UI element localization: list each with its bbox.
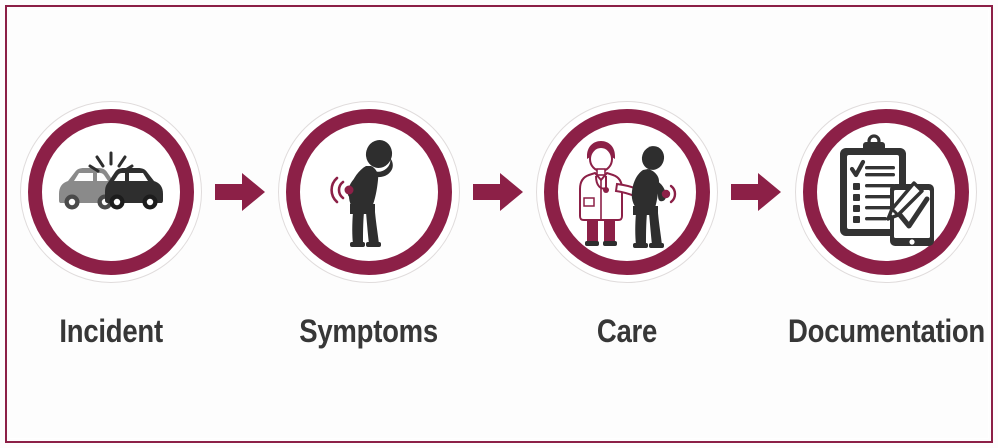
arrow-right-icon-2	[466, 101, 530, 283]
arrow-right-icon-3	[724, 101, 788, 283]
clipboard-tablet-checklist-icon	[826, 132, 946, 252]
step-badge-documentation	[795, 101, 977, 283]
step-label-symptoms: Symptoms	[299, 313, 439, 349]
step-label-documentation: Documentation	[787, 313, 985, 349]
process-flow: Incident	[14, 14, 985, 434]
arrow-right-icon-1	[208, 101, 272, 283]
car-crash-icon	[51, 132, 171, 252]
flow-step-documentation[interactable]: Documentation	[787, 101, 985, 349]
step-badge-incident	[20, 101, 202, 283]
flow-step-care[interactable]: Care	[530, 101, 724, 347]
step-badge-care	[536, 101, 718, 283]
step-label-care: Care	[596, 313, 658, 349]
doctor-examining-patient-icon	[567, 132, 687, 252]
step-label-incident: Incident	[59, 313, 163, 349]
step-badge-symptoms	[278, 101, 460, 283]
flow-step-incident[interactable]: Incident	[14, 101, 208, 347]
person-in-pain-icon	[309, 132, 429, 252]
flow-step-symptoms[interactable]: Symptoms	[272, 101, 466, 347]
